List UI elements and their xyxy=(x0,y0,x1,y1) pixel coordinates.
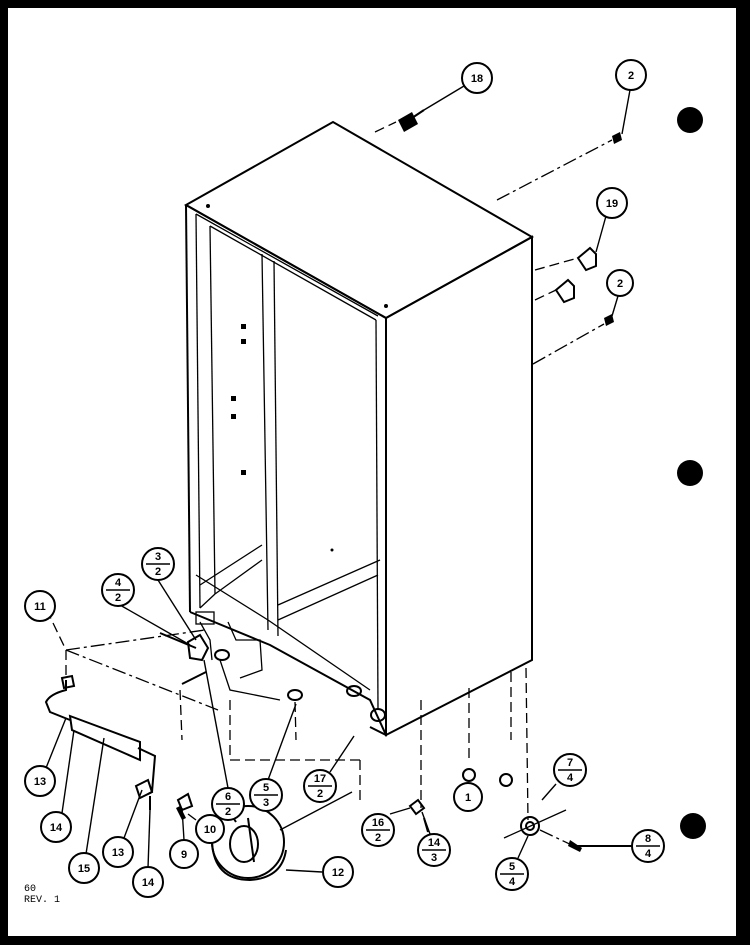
svg-text:5: 5 xyxy=(509,861,515,873)
callout-10: 10 xyxy=(187,813,225,844)
binder-hole-bottom xyxy=(680,813,706,839)
callout-11: 11 xyxy=(24,590,56,622)
part-19-hinge xyxy=(534,246,597,304)
svg-text:8: 8 xyxy=(645,833,651,845)
svg-text:4: 4 xyxy=(509,876,516,888)
svg-text:14: 14 xyxy=(428,837,441,849)
part-9-clip xyxy=(176,792,194,812)
svg-text:7: 7 xyxy=(567,757,573,769)
callout-19: 19 xyxy=(595,187,628,253)
svg-text:2: 2 xyxy=(628,70,634,82)
svg-text:18: 18 xyxy=(471,73,483,85)
svg-text:3: 3 xyxy=(431,852,437,864)
callout-16-over-2: 16 2 xyxy=(361,807,411,847)
callout-15: 15 xyxy=(68,737,105,884)
svg-text:2: 2 xyxy=(317,788,323,800)
svg-text:19: 19 xyxy=(606,198,618,210)
callout-14-left: 14 xyxy=(40,729,75,843)
svg-text:14: 14 xyxy=(142,877,155,889)
callout-14-over-3: 14 3 xyxy=(417,811,451,867)
svg-text:2: 2 xyxy=(617,278,623,290)
rear-leg-assembly xyxy=(408,667,632,852)
refrigerator-cabinet xyxy=(183,120,535,737)
callout-4-over-2: 4 2 xyxy=(101,573,191,646)
callout-17-over-2: 17 2 xyxy=(303,735,355,803)
callout-1: 1 xyxy=(453,782,483,812)
callout-6-over-2: 6 2 xyxy=(203,659,245,821)
callout-7-over-4: 7 4 xyxy=(541,753,587,801)
callout-5-over-3: 5 3 xyxy=(249,703,297,812)
callout-2-top: 2 xyxy=(615,59,647,135)
callout-14-right: 14 xyxy=(132,809,164,898)
svg-text:1: 1 xyxy=(465,792,471,804)
callout-13-right: 13 xyxy=(102,789,143,868)
svg-text:11: 11 xyxy=(34,601,46,613)
svg-text:3: 3 xyxy=(155,551,161,563)
svg-text:4: 4 xyxy=(567,772,574,784)
svg-text:6: 6 xyxy=(225,791,231,803)
svg-text:2: 2 xyxy=(115,592,121,604)
svg-text:12: 12 xyxy=(332,867,344,879)
callout-2-mid: 2 xyxy=(606,269,634,317)
callout-18: 18 xyxy=(423,62,493,111)
svg-text:4: 4 xyxy=(645,848,652,860)
svg-text:14: 14 xyxy=(50,822,63,834)
part-10-clip xyxy=(176,806,186,820)
svg-text:3: 3 xyxy=(263,797,269,809)
revision-label: REV. 1 xyxy=(24,895,61,906)
callout-13-left: 13 xyxy=(24,717,67,797)
part-18-plug xyxy=(374,109,425,133)
svg-text:15: 15 xyxy=(78,863,90,875)
callout-9: 9 xyxy=(169,807,199,869)
svg-text:2: 2 xyxy=(375,832,381,844)
svg-text:17: 17 xyxy=(314,773,326,785)
svg-text:2: 2 xyxy=(225,806,231,818)
part-2-screw-mid xyxy=(604,314,614,326)
svg-text:4: 4 xyxy=(115,577,122,589)
svg-text:13: 13 xyxy=(34,776,46,788)
callout-5-over-4: 5 4 xyxy=(495,835,529,891)
binder-hole-top xyxy=(677,107,703,133)
svg-text:13: 13 xyxy=(112,847,124,859)
revision-note: 60 REV. 1 xyxy=(24,884,60,906)
drawing-number: 60 xyxy=(24,884,37,895)
callout-3-over-2: 3 2 xyxy=(141,547,197,641)
diagram-sheet xyxy=(8,8,736,936)
callout-8-over-4: 8 4 xyxy=(631,829,665,863)
callout-12: 12 xyxy=(285,856,354,888)
svg-text:16: 16 xyxy=(372,817,384,829)
binder-hole-middle xyxy=(677,460,703,486)
svg-text:10: 10 xyxy=(204,824,216,836)
svg-text:9: 9 xyxy=(181,849,187,861)
svg-text:5: 5 xyxy=(263,782,269,794)
part-2-screw-top xyxy=(612,132,622,144)
svg-text:2: 2 xyxy=(155,566,161,578)
